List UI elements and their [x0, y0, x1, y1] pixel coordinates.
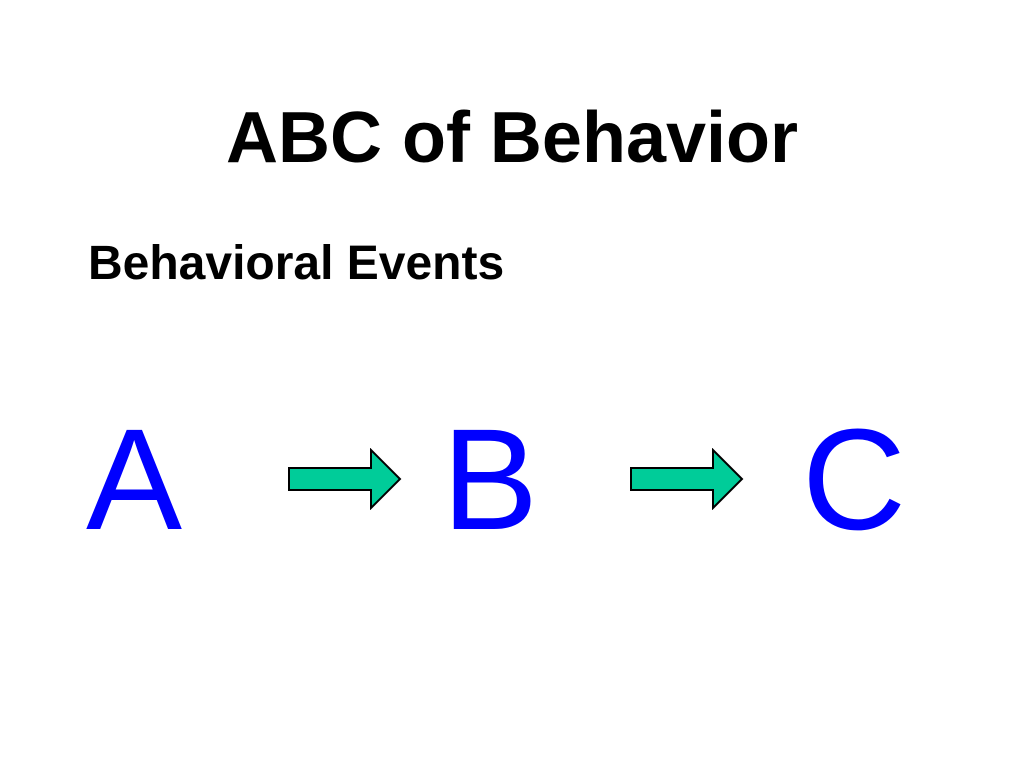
arrow-shape	[630, 448, 744, 510]
right-arrow-icon	[630, 448, 744, 510]
step-b-label: B	[442, 399, 539, 560]
arrow-shape	[288, 448, 402, 510]
slide-title: ABC of Behavior	[225, 98, 799, 178]
step-c-label: C	[802, 399, 906, 560]
right-arrow-icon	[288, 448, 402, 510]
step-a-label: A	[86, 399, 183, 560]
slide-subtitle: Behavioral Events	[88, 237, 505, 290]
